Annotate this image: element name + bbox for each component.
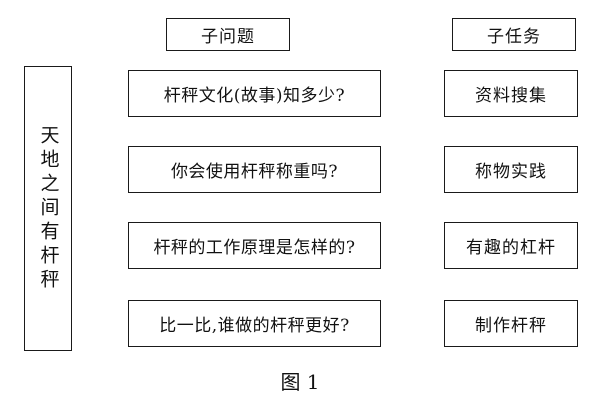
sub-questions-header: 子问题 <box>166 18 290 51</box>
task-box-4: 制作杆秤 <box>444 300 578 347</box>
topic-box: 天地之间有杆秤 <box>24 66 72 351</box>
question-box-3: 杆秤的工作原理是怎样的? <box>128 222 381 269</box>
figure-caption: 图 1 <box>280 370 320 394</box>
question-box-4: 比一比,谁做的杆秤更好? <box>128 300 381 347</box>
question-label: 杆秤的工作原理是怎样的? <box>153 238 356 258</box>
task-label: 称物实践 <box>475 162 547 182</box>
task-label: 制作杆秤 <box>475 316 547 336</box>
task-label: 有趣的杠杆 <box>466 238 556 258</box>
topic-label: 天地之间有杆秤 <box>37 124 60 293</box>
question-label: 比一比,谁做的杆秤更好? <box>159 316 350 336</box>
task-box-3: 有趣的杠杆 <box>444 222 578 269</box>
question-label: 杆秤文化(故事)知多少? <box>163 86 346 106</box>
task-box-2: 称物实践 <box>444 146 578 193</box>
task-label: 资料搜集 <box>475 86 547 106</box>
sub-questions-header-label: 子问题 <box>201 27 255 47</box>
question-box-2: 你会使用杆秤称重吗? <box>128 146 381 193</box>
question-box-1: 杆秤文化(故事)知多少? <box>128 70 381 117</box>
task-box-1: 资料搜集 <box>444 70 578 117</box>
sub-tasks-header-label: 子任务 <box>487 27 541 47</box>
sub-tasks-header: 子任务 <box>452 18 576 51</box>
question-label: 你会使用杆秤称重吗? <box>170 162 339 182</box>
